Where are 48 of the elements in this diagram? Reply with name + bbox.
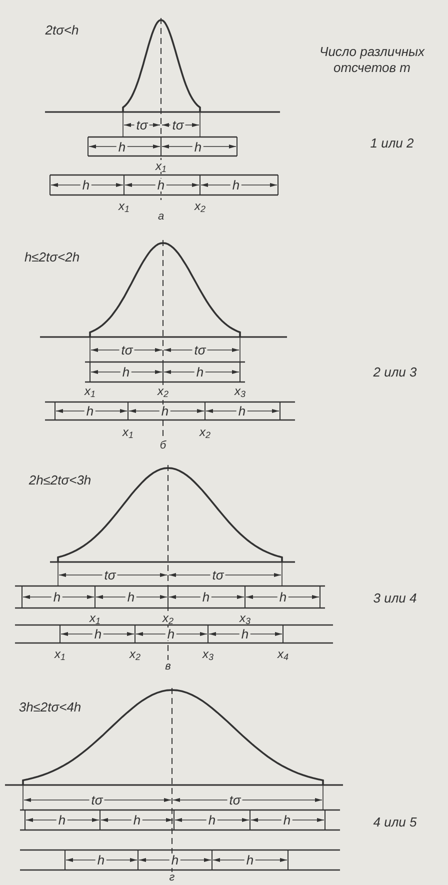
count-label: 3 или 4: [373, 592, 417, 604]
dimension-label: h: [51, 590, 63, 604]
dimension-label: h: [281, 814, 293, 826]
dimension-label: h: [84, 404, 96, 418]
dimension-label: tσ: [192, 344, 208, 356]
condition-formula: 3h≤2tσ<4h: [18, 700, 82, 714]
dimension-label: tσ: [89, 794, 105, 806]
panel-letter: в: [163, 662, 173, 672]
dimension-label: tσ: [210, 568, 226, 582]
dimension-label: h: [194, 366, 206, 378]
dimension-label: h: [95, 854, 107, 866]
dimension-label: h: [56, 814, 68, 826]
point-label: x$_{1}$: [154, 160, 168, 172]
dimension-label: tσ: [134, 118, 150, 132]
panel-letter: а: [156, 212, 166, 222]
dimension-label: tσ: [102, 568, 118, 582]
dimension-label: h: [236, 404, 248, 418]
count-label: 4 или 5: [373, 816, 417, 828]
column-heading: Число различных отсчетов m: [318, 44, 426, 76]
dimension-label: h: [230, 178, 242, 192]
count-label: 1 или 2: [370, 136, 414, 150]
dimension-label: h: [169, 854, 181, 866]
dimension-label: h: [159, 404, 171, 418]
panel-letter: г: [167, 872, 177, 884]
dimension-label: tσ: [170, 118, 186, 132]
condition-formula: h≤2tσ<2h: [24, 250, 80, 264]
dimension-label: h: [206, 814, 218, 826]
dimension-label: tσ: [119, 344, 135, 356]
point-label: x$_{2}$: [160, 612, 176, 624]
point-label: x$_{2}$: [156, 385, 170, 397]
dimension-label: h: [192, 140, 204, 154]
dimension-label: h: [200, 590, 212, 604]
panel-letter: б: [158, 440, 168, 452]
dimension-label: h: [80, 178, 92, 192]
dimension-label: h: [131, 814, 143, 826]
dimension-label: h: [92, 628, 104, 640]
condition-formula: 2tσ<h: [45, 24, 79, 36]
dimension-label: tσ: [227, 794, 243, 806]
dimension-label: h: [244, 854, 256, 866]
dimension-label: h: [277, 590, 289, 604]
count-label: 2 или 3: [373, 366, 417, 378]
dimension-label: h: [165, 628, 177, 640]
dimension-label: h: [155, 178, 167, 192]
dimension-label: h: [239, 628, 251, 640]
dimension-label: h: [116, 140, 128, 154]
dimension-label: h: [120, 366, 132, 378]
condition-formula: 2h≤2tσ<3h: [28, 474, 92, 486]
dimension-label: h: [125, 590, 137, 604]
